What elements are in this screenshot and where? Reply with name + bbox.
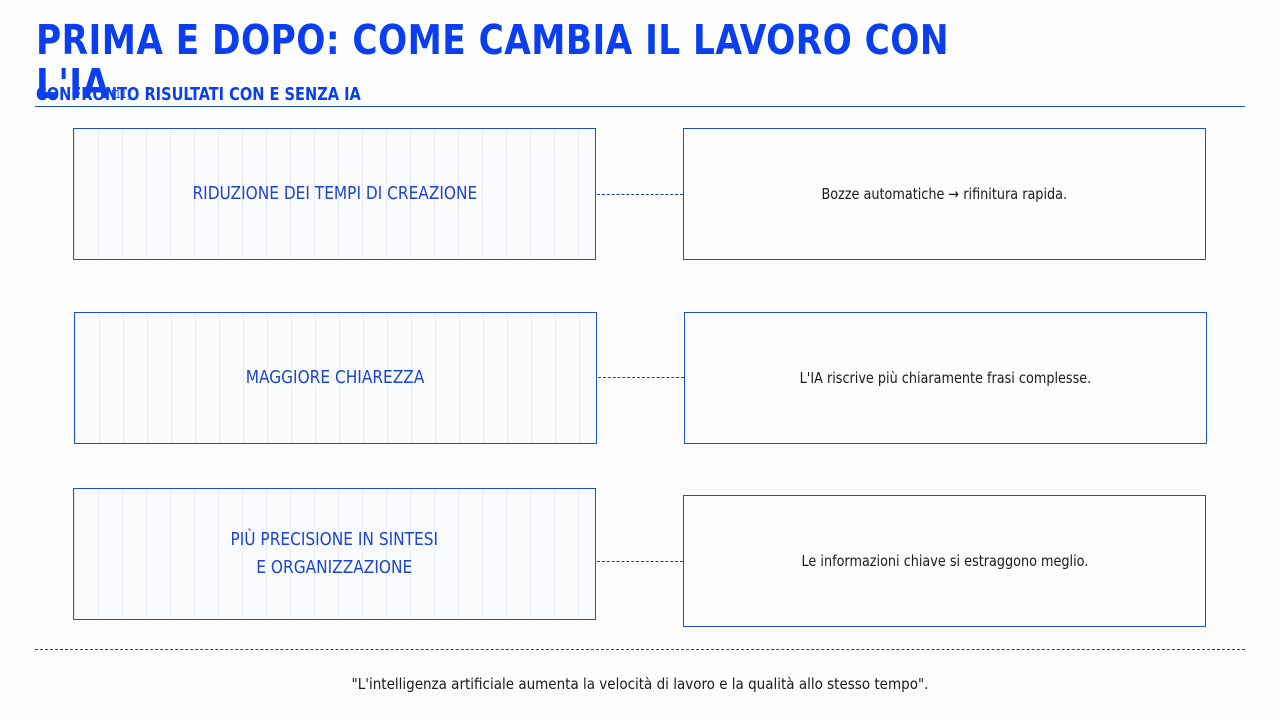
result-description: Bozze automatiche → rifinitura rapida. (821, 185, 1068, 203)
reference-marker: [11] (111, 88, 131, 101)
result-card-time: Bozze automatiche → rifinitura rapida. (683, 128, 1206, 260)
footer-quote: "L'intelligenza artificiale aumenta la v… (351, 675, 929, 693)
result-card-clarity: L'IA riscrive più chiaramente frasi comp… (684, 312, 1207, 444)
connector-line (597, 194, 683, 195)
benefit-card-time: RIDUZIONE DEI TEMPI DI CREAZIONE (73, 128, 596, 260)
connector-line (598, 377, 684, 378)
result-card-precision: Le informazioni chiave si estraggono meg… (683, 495, 1206, 627)
header-divider (35, 106, 1245, 107)
footer-divider (35, 649, 1245, 650)
benefit-label: MAGGIORE CHIAREZZA (246, 367, 425, 388)
page-subtitle: CONFRONTO RISULTATI CON E SENZA IA (36, 84, 361, 105)
benefit-label: RIDUZIONE DEI TEMPI DI CREAZIONE (192, 183, 477, 204)
benefit-card-precision: PIÙ PRECISIONE IN SINTESI E ORGANIZZAZIO… (73, 488, 596, 620)
benefit-label: PIÙ PRECISIONE IN SINTESI E ORGANIZZAZIO… (230, 529, 439, 578)
result-description: L'IA riscrive più chiaramente frasi comp… (799, 369, 1092, 387)
benefit-card-clarity: MAGGIORE CHIAREZZA (74, 312, 597, 444)
page-title-text: PRIMA E DOPO: COME CAMBIA IL LAVORO CON … (36, 16, 950, 108)
page-title: PRIMA E DOPO: COME CAMBIA IL LAVORO CON … (36, 18, 985, 117)
result-description: Le informazioni chiave si estraggono meg… (801, 552, 1088, 570)
connector-line (597, 561, 683, 562)
